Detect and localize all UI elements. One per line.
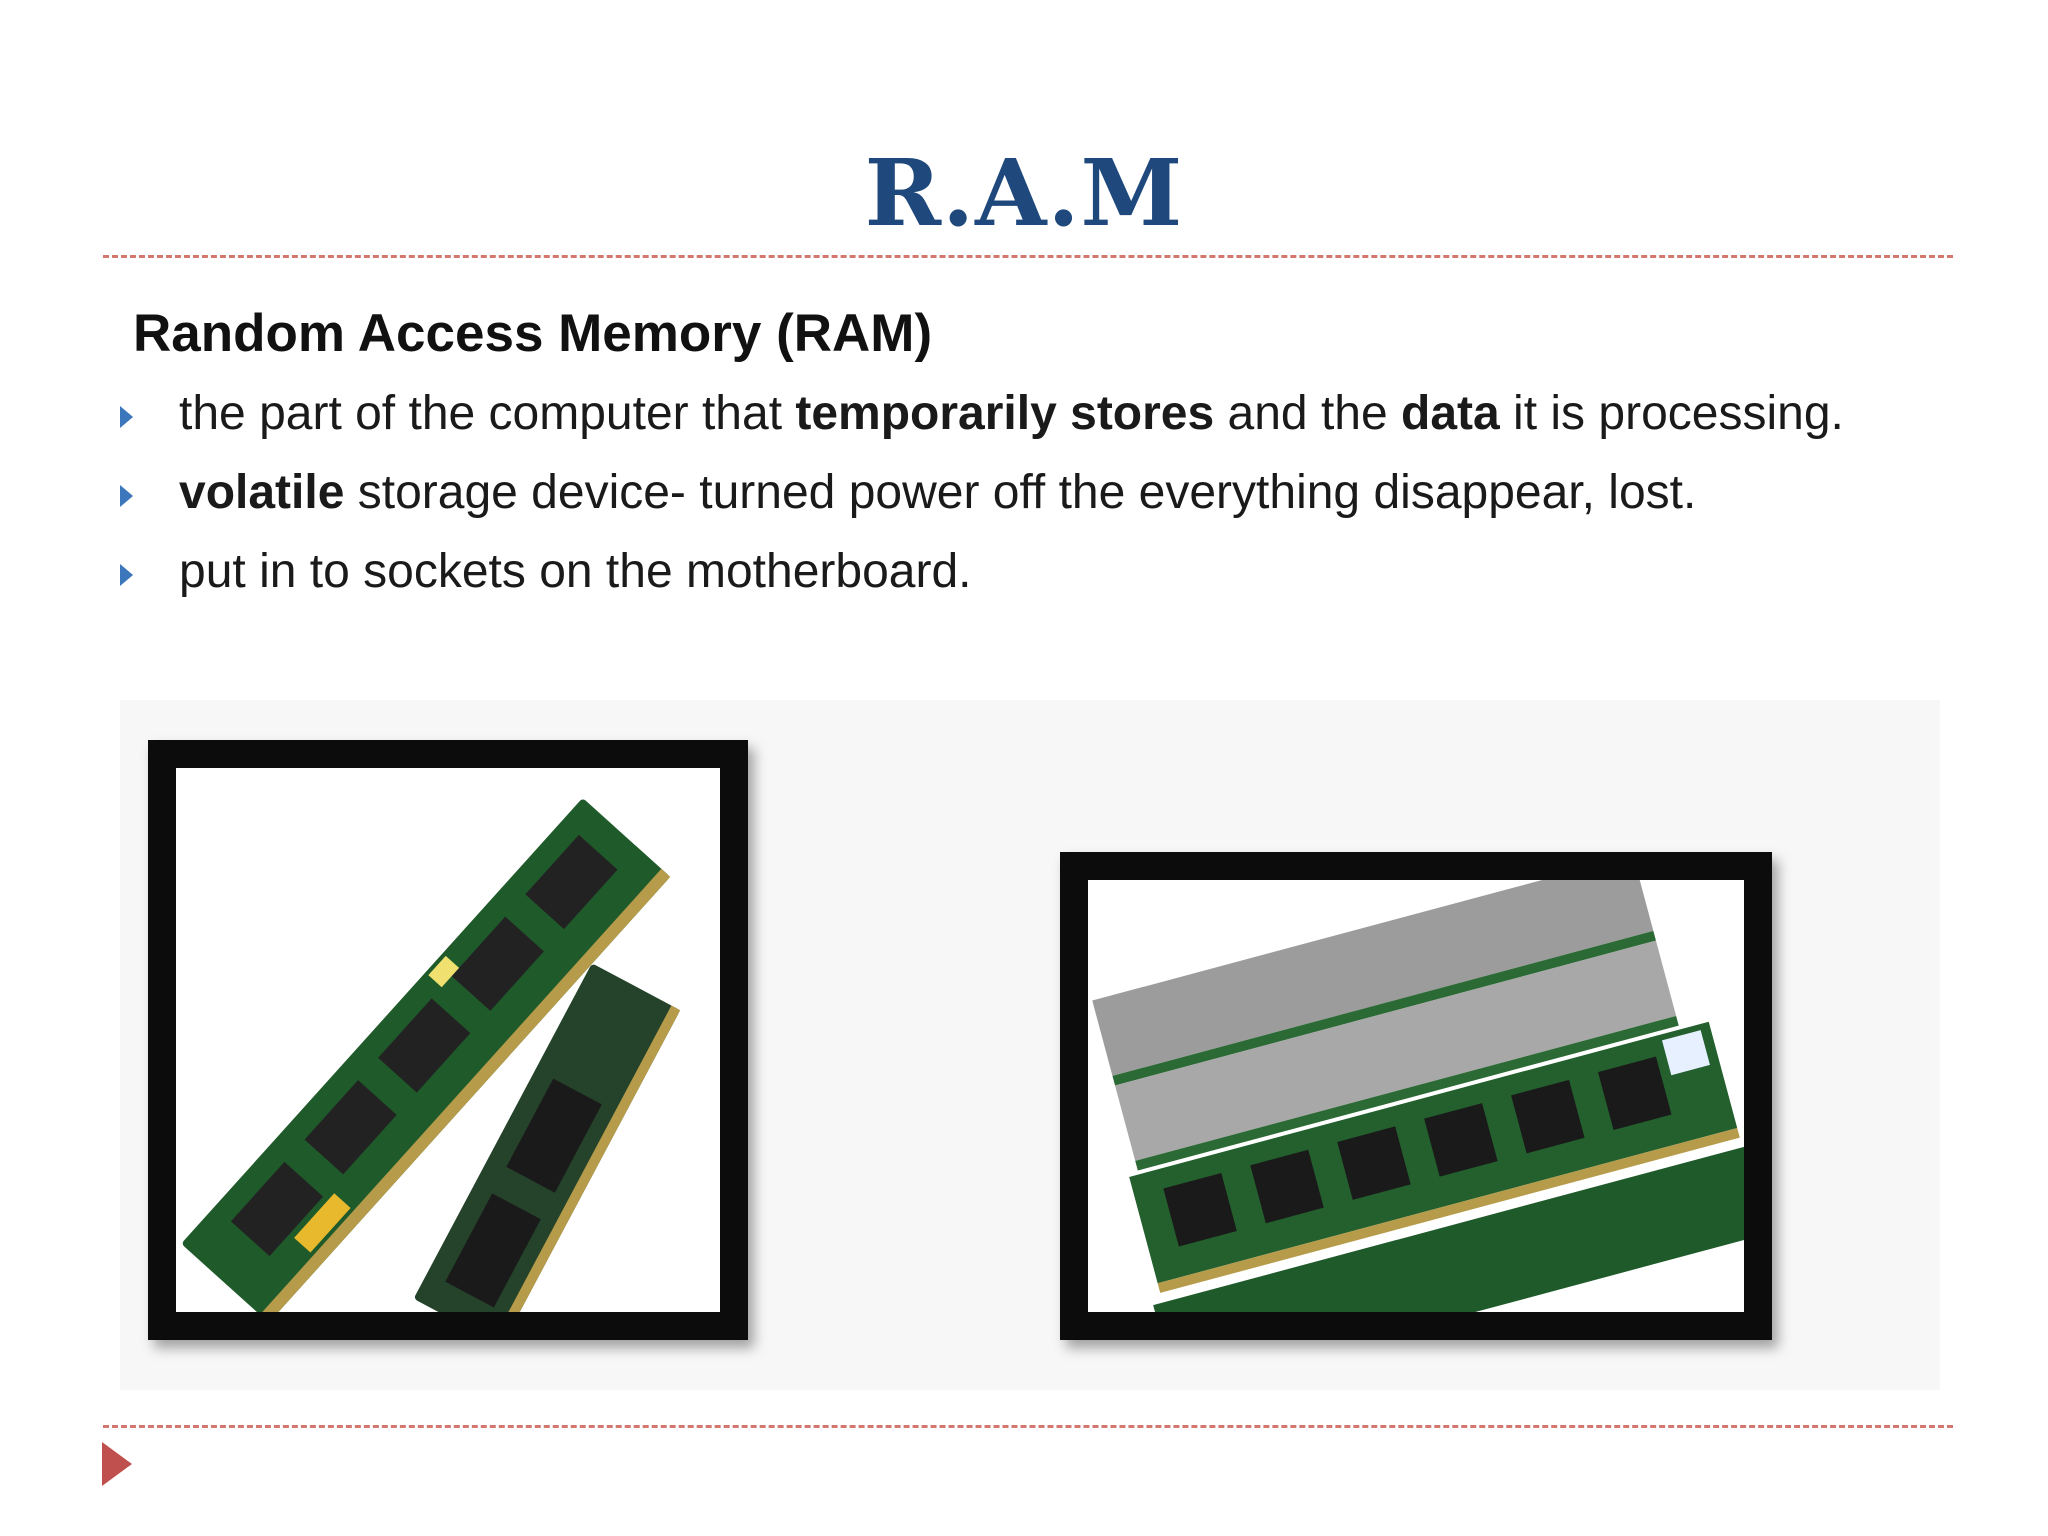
ram-photo-left-canvas — [176, 768, 720, 1312]
slide-subtitle: Random Access Memory (RAM) — [133, 304, 933, 363]
triangle-right-icon — [120, 564, 133, 586]
ram-photo-right — [1060, 852, 1772, 1340]
ram-photo-right-canvas — [1088, 880, 1744, 1312]
bullet-text-bold: data — [1401, 387, 1500, 440]
bullet-text-bold: volatile — [179, 466, 345, 519]
bullet-text-bold: temporarily stores — [795, 387, 1215, 440]
triangle-right-icon — [120, 485, 133, 507]
bullet-item: put in to sockets on the motherboard. — [110, 542, 1930, 602]
bottom-divider — [103, 1425, 1953, 1428]
bullet-item: the part of the computer that temporaril… — [110, 384, 1930, 444]
slide-title: R.A.M — [864, 139, 1184, 247]
bullet-text-segment: the part of the computer that — [179, 387, 796, 440]
bullet-text-segment: storage device- turned power off the eve… — [344, 466, 1697, 519]
bullet-text-segment: put in to sockets on the motherboard. — [179, 545, 972, 598]
bullet-list: the part of the computer that temporaril… — [110, 384, 1930, 602]
ddr-modules-illustration — [1088, 880, 1744, 1312]
next-slide-icon[interactable] — [102, 1442, 132, 1486]
bullet-text-segment: it is processing. — [1499, 387, 1844, 440]
ram-photo-left — [148, 740, 748, 1340]
ram-modules-illustration — [176, 768, 720, 1312]
bullet-text-segment: and the — [1214, 387, 1402, 440]
top-divider — [103, 255, 1953, 258]
bullet-item: volatile storage device- turned power of… — [110, 463, 1930, 523]
triangle-right-icon — [120, 406, 133, 428]
